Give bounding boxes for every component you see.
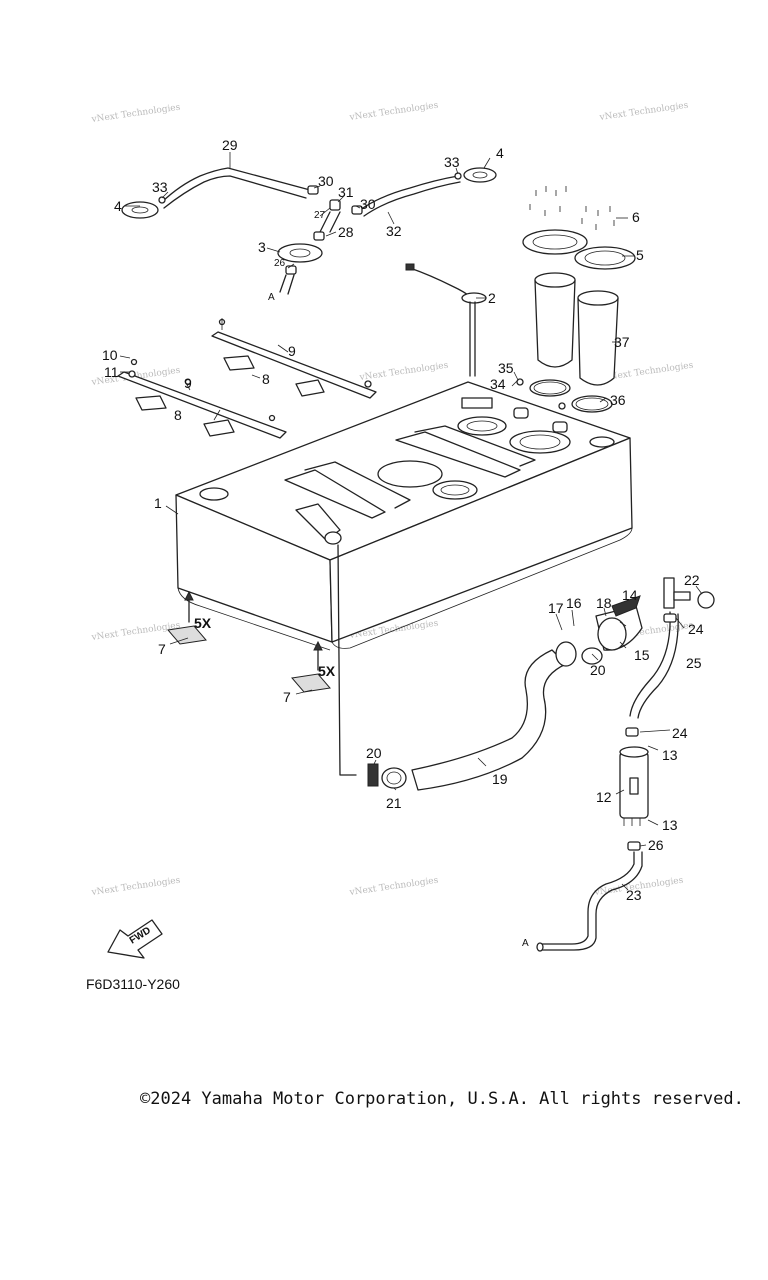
callout-15: 15 — [634, 647, 650, 663]
callout-11: 11 — [104, 364, 119, 380]
callout-24: 24 — [688, 621, 704, 637]
watermark: vNext Technologies — [90, 103, 181, 126]
callout-31: 31 — [338, 184, 354, 200]
callout-33: 33 — [444, 154, 460, 170]
quantity-label: 5X — [194, 615, 212, 631]
part-callouts: 1 2 3 4 4 5 6 7 7 8 8 9 9 10 11 12 13 13… — [102, 137, 704, 903]
callout-3: 3 — [258, 239, 266, 255]
fuel-sender — [405, 263, 487, 377]
callout-30: 30 — [318, 173, 334, 189]
callout-19: 19 — [492, 771, 508, 787]
callout-26: 26 — [274, 258, 286, 269]
diagram-code: F6D3110-Y260 — [86, 976, 180, 992]
callout-1: 1 — [154, 495, 162, 511]
callout-20: 20 — [366, 745, 382, 761]
callout-14: 14 — [622, 587, 638, 603]
callout-33: 33 — [152, 179, 168, 195]
watermark: vNext Technologies — [358, 361, 449, 384]
callout-12: 12 — [596, 789, 612, 805]
callout-21: 21 — [386, 795, 402, 811]
callout-24: 24 — [672, 725, 688, 741]
callout-7: 7 — [158, 641, 166, 657]
callout-8: 8 — [174, 407, 182, 423]
callout-25: 25 — [686, 655, 702, 671]
callout-22: 22 — [684, 572, 700, 588]
callout-26: 26 — [648, 837, 664, 853]
watermark: vNext Technologies — [348, 876, 439, 899]
callout-36: 36 — [610, 392, 626, 408]
callout-4: 4 — [496, 145, 504, 161]
callout-5: 5 — [636, 247, 644, 263]
callout-2: 2 — [488, 290, 496, 306]
callout-6: 6 — [632, 209, 640, 225]
watermark: vNext Technologies — [90, 621, 181, 644]
fuel-pumps — [516, 186, 636, 413]
watermark: vNext Technologies — [603, 361, 694, 384]
callout-10: 10 — [102, 347, 118, 363]
callout-17: 17 — [548, 600, 564, 616]
fuel-tank-body — [175, 381, 633, 651]
callout-28: 28 — [338, 224, 354, 240]
callout-13: 13 — [662, 817, 678, 833]
callout-27: 27 — [314, 210, 326, 221]
connection-marker-a: A — [268, 292, 275, 303]
callout-4: 4 — [114, 198, 122, 214]
callout-7: 7 — [283, 689, 291, 705]
leader-lines — [119, 152, 703, 891]
callout-29: 29 — [222, 137, 238, 153]
callout-8: 8 — [262, 371, 270, 387]
vent-line — [337, 544, 357, 776]
callout-32: 32 — [386, 223, 402, 239]
callout-13: 13 — [662, 747, 678, 763]
callout-9: 9 — [184, 375, 192, 391]
quantity-label: 5X — [318, 663, 336, 679]
watermark: vNext Technologies — [348, 101, 439, 124]
connection-marker-a: A — [522, 938, 529, 949]
filler-hose-assembly — [367, 595, 643, 791]
evap-canister-assembly — [536, 577, 715, 952]
tank-straps — [117, 318, 377, 439]
callout-34: 34 — [490, 376, 506, 392]
fwd-arrow-icon: FWD — [107, 919, 163, 959]
callout-35: 35 — [498, 360, 514, 376]
callout-37: 37 — [614, 334, 630, 350]
bottom-pads — [167, 590, 331, 693]
callout-23: 23 — [626, 887, 642, 903]
callout-9: 9 — [288, 343, 296, 359]
callout-30: 30 — [360, 196, 376, 212]
watermark: vNext Technologies — [90, 876, 181, 899]
copyright-notice: ©2024 Yamaha Motor Corporation, U.S.A. A… — [140, 1089, 744, 1109]
watermark: vNext Technologies — [598, 101, 689, 124]
top-vent-assembly — [121, 167, 497, 295]
callout-16: 16 — [566, 595, 582, 611]
callout-20: 20 — [590, 662, 606, 678]
callout-18: 18 — [596, 595, 612, 611]
